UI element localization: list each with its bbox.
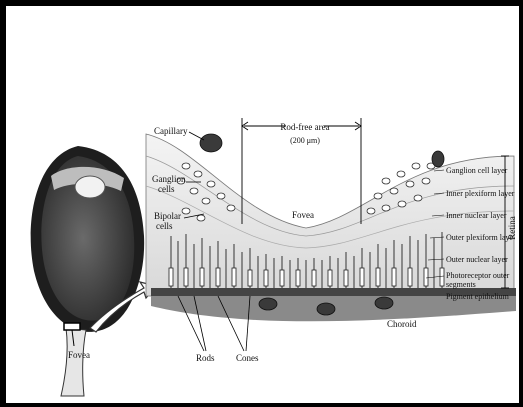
ganglion-label-1: Ganglion <box>152 174 186 184</box>
eye-fovea-label: Fovea <box>68 350 90 360</box>
retina-diagram: Fovea <box>6 6 519 403</box>
layer-label: Inner nuclear layer <box>446 211 507 220</box>
layer-label: Outer nuclear layer <box>446 255 508 264</box>
ganglion-label-2: cells <box>158 184 175 194</box>
layer-label: Photoreceptor outer <box>446 271 510 280</box>
fovea-label: Fovea <box>292 210 314 220</box>
layer-label: Ganglion cell layer <box>446 166 508 175</box>
layer-label: Inner plexiform layer <box>446 189 515 198</box>
rod-free-label: Rod-free area <box>280 122 329 132</box>
rod-free-dimension <box>242 118 361 224</box>
rod-free-size: (200 μm) <box>290 136 320 145</box>
layer-label: Pigment epithelium <box>446 292 510 301</box>
layer-label: segments <box>446 280 476 289</box>
choroid-label: Choroid <box>387 319 417 329</box>
layer-label: Outer plexiform laye <box>446 233 514 242</box>
retina-label: Retina <box>507 216 517 240</box>
rods-label: Rods <box>196 353 215 363</box>
cones-label: Cones <box>236 353 259 363</box>
figure-frame: Fovea <box>3 3 522 406</box>
capillary-label: Capillary <box>154 126 188 136</box>
bipolar-label-2: cells <box>156 221 173 231</box>
bipolar-label-1: Bipolar <box>154 211 181 221</box>
